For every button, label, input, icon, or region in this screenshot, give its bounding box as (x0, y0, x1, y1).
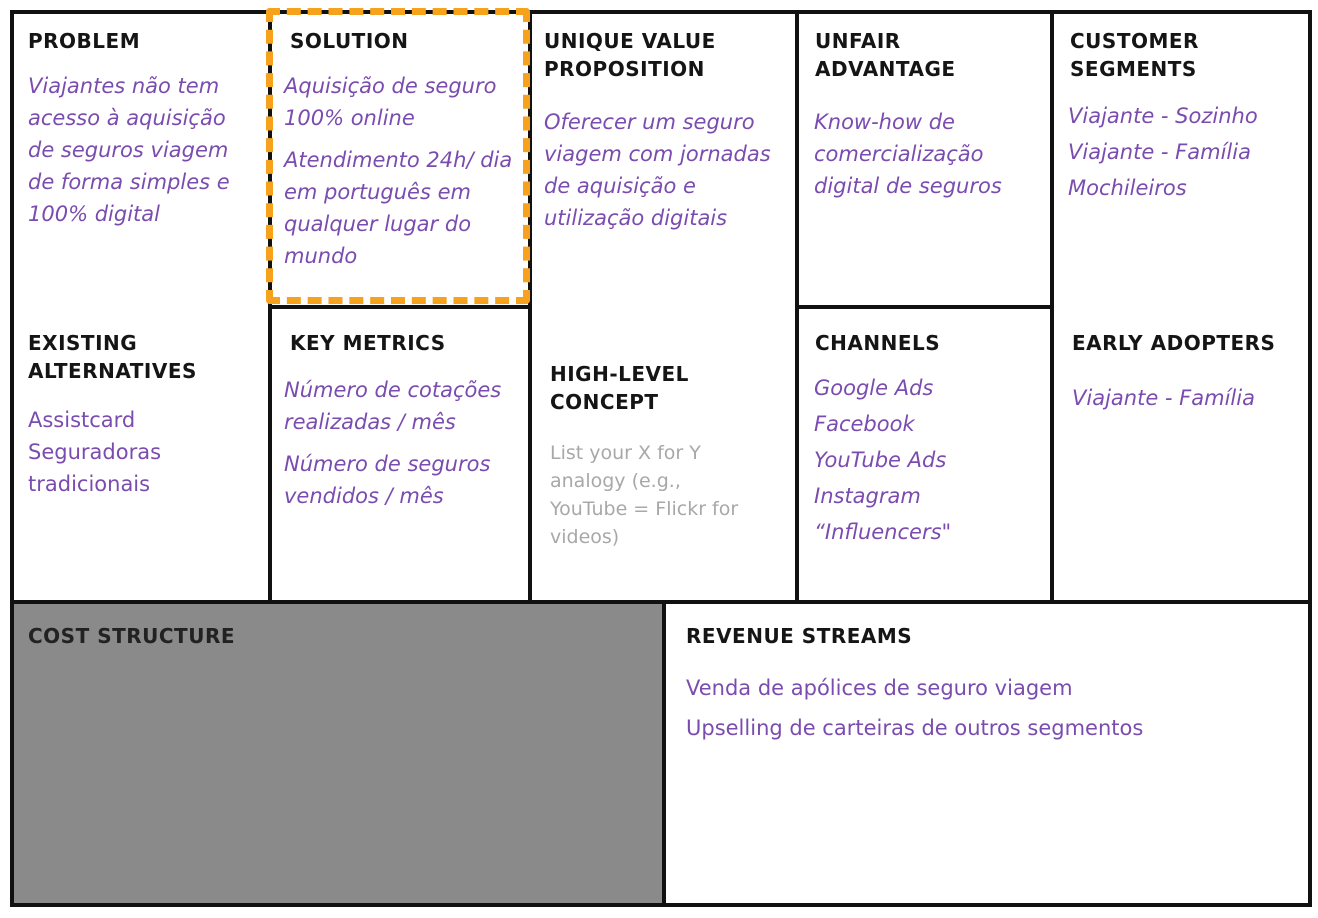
list-item: Viajantes não tem acesso à aquisição de … (28, 74, 230, 226)
list-item: Assistcard (28, 408, 136, 432)
high-level-concept-hint: List your X for Y analogy (e.g., YouTube… (550, 442, 739, 548)
list-item: Instagram (814, 484, 921, 508)
high-level-concept-title: HIGH-LEVEL CONCEPT (550, 362, 689, 414)
key-metrics-text: Número de cotações realizadas / mês Núme… (284, 374, 519, 512)
channels-text: Google Ads Facebook YouTube Ads Instagra… (814, 370, 1039, 550)
unfair-advantage-text: Know-how de comercialização digital de s… (814, 106, 1039, 202)
list-item: Viajante - Família (1068, 140, 1251, 164)
channels-box (795, 305, 1054, 604)
problem-text: Viajantes não tem acesso à aquisição de … (28, 70, 253, 230)
column-problem (10, 10, 272, 604)
list-item: Mochileiros (1068, 176, 1187, 200)
customer-segments-text: Viajante - Sozinho Viajante - Família Mo… (1068, 98, 1303, 206)
list-item: Upselling de carteiras de outros segment… (686, 716, 1144, 740)
existing-alternatives-title: EXISTING ALTERNATIVES (28, 331, 197, 383)
solution-text: Aquisição de seguro 100% online Atendime… (284, 70, 519, 272)
early-adopters-text: Viajante - Família (1072, 382, 1307, 414)
early-adopters-title: EARLY ADOPTERS (1072, 331, 1276, 355)
revenue-streams-title: REVENUE STREAMS (686, 624, 913, 648)
uvp-title: UNIQUE VALUE PROPOSITION (544, 29, 716, 81)
uvp-text: Oferecer um seguro viagem com jornadas d… (544, 106, 779, 234)
solution-title: SOLUTION (290, 29, 409, 53)
revenue-streams-text: Venda de apólices de seguro viagem Upsel… (686, 668, 1286, 748)
list-item: Oferecer um seguro viagem com jornadas d… (544, 110, 771, 230)
list-item: “Influencers" (814, 520, 952, 544)
list-item: Know-how de comercialização digital de s… (814, 110, 1002, 198)
customer-segments-title: CUSTOMER SEGMENTS (1070, 29, 1199, 81)
list-item: Viajante - Família (1072, 386, 1255, 410)
key-metrics-title: KEY METRICS (290, 331, 446, 355)
solution-highlight (266, 8, 530, 304)
cost-structure-box (10, 600, 666, 907)
list-item: Venda de apólices de seguro viagem (686, 676, 1073, 700)
list-item: YouTube Ads (814, 448, 947, 472)
unfair-advantage-title: UNFAIR ADVANTAGE (815, 29, 956, 81)
existing-alternatives-text: Assistcard Seguradoras tradicionais (28, 404, 253, 500)
list-item: Seguradoras tradicionais (28, 440, 162, 496)
list-item: Google Ads (814, 376, 934, 400)
channels-title: CHANNELS (815, 331, 941, 355)
problem-title: PROBLEM (28, 29, 141, 53)
list-item: Aquisição de seguro 100% online (284, 74, 497, 130)
list-item: Viajante - Sozinho (1068, 104, 1258, 128)
revenue-streams-box (662, 600, 1312, 907)
solution-box (268, 10, 532, 309)
column-customer-segments (1050, 10, 1312, 604)
unfair-advantage-box (795, 10, 1054, 309)
list-item: Número de seguros vendidos / mês (284, 452, 491, 508)
list-item: Atendimento 24h/ dia em português em qua… (284, 148, 513, 268)
list-item: Número de cotações realizadas / mês (284, 378, 502, 434)
cost-structure-title: COST STRUCTURE (28, 624, 235, 648)
list-item: Facebook (814, 412, 915, 436)
